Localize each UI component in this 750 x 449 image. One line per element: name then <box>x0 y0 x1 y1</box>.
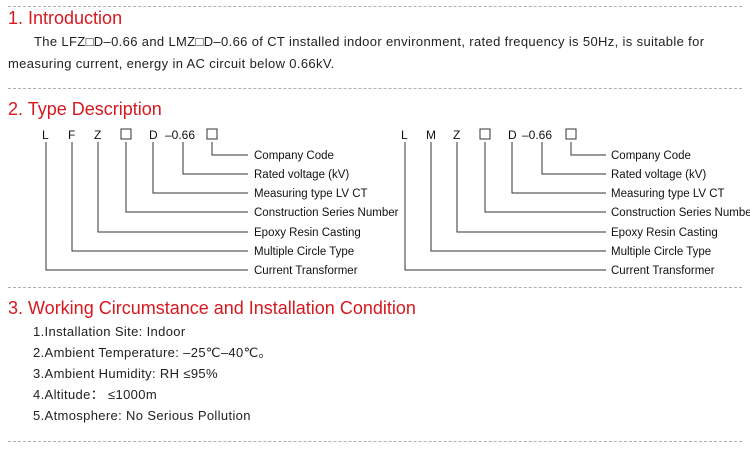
type-code-right: L M Z D –0.66 Company Code Rated voltage… <box>401 128 750 277</box>
condition-ambient-temperature: 2.Ambient Temperature: –25℃–40℃。 <box>33 345 272 360</box>
condition-ambient-humidity: 3.Ambient Humidity: RH ≤95% <box>33 366 218 381</box>
code-letter-z: Z <box>94 128 101 142</box>
condition-atmosphere: 5.Atmosphere: No Serious Pollution <box>33 408 251 423</box>
label-construction-series: Construction Series Number <box>611 207 750 219</box>
code-letter-d: D <box>508 128 517 142</box>
label-construction-series: Construction Series Number <box>254 207 399 219</box>
label-company-code: Company Code <box>254 150 334 162</box>
separator-top <box>8 6 742 7</box>
separator-type <box>8 287 742 288</box>
conditions-heading: 3. Working Circumstance and Installation… <box>8 298 416 318</box>
type-description-heading: 2. Type Description <box>8 99 162 119</box>
code-letter-f: F <box>68 128 75 142</box>
code-letter-z: Z <box>453 128 460 142</box>
intro-heading: 1. Introduction <box>8 8 123 28</box>
condition-altitude: 4.Altitude： ≤1000m <box>33 387 157 402</box>
code-letter-m: M <box>426 128 436 142</box>
label-current-transformer: Current Transformer <box>611 265 715 277</box>
label-measuring-type: Measuring type LV CT <box>254 188 368 200</box>
code-letter-l: L <box>401 128 408 142</box>
separator-bottom <box>8 441 742 442</box>
separator-intro <box>8 88 742 89</box>
label-current-transformer: Current Transformer <box>254 265 358 277</box>
label-multiple-circle: Multiple Circle Type <box>611 246 711 258</box>
condition-installation-site: 1.Installation Site: Indoor <box>33 324 186 339</box>
code-box-company <box>206 128 218 140</box>
code-voltage: –0.66 <box>165 128 195 142</box>
label-rated-voltage: Rated voltage (kV) <box>254 169 349 181</box>
label-epoxy-resin: Epoxy Resin Casting <box>254 227 361 239</box>
code-box-series <box>120 128 132 140</box>
label-company-code: Company Code <box>611 150 691 162</box>
label-measuring-type: Measuring type LV CT <box>611 188 725 200</box>
code-box-series <box>479 128 491 140</box>
intro-paragraph: The LFZ□D–0.66 and LMZ□D–0.66 of CT inst… <box>8 34 705 71</box>
code-letter-l: L <box>42 128 49 142</box>
code-voltage: –0.66 <box>522 128 552 142</box>
type-code-left: L F Z D –0.66 Company Code Rated voltage… <box>42 128 399 277</box>
code-letter-d: D <box>149 128 158 142</box>
conditions-list: 1.Installation Site: Indoor 2.Ambient Te… <box>33 323 272 428</box>
label-rated-voltage: Rated voltage (kV) <box>611 169 706 181</box>
label-epoxy-resin: Epoxy Resin Casting <box>611 227 718 239</box>
code-box-company <box>565 128 577 140</box>
label-multiple-circle: Multiple Circle Type <box>254 246 354 258</box>
